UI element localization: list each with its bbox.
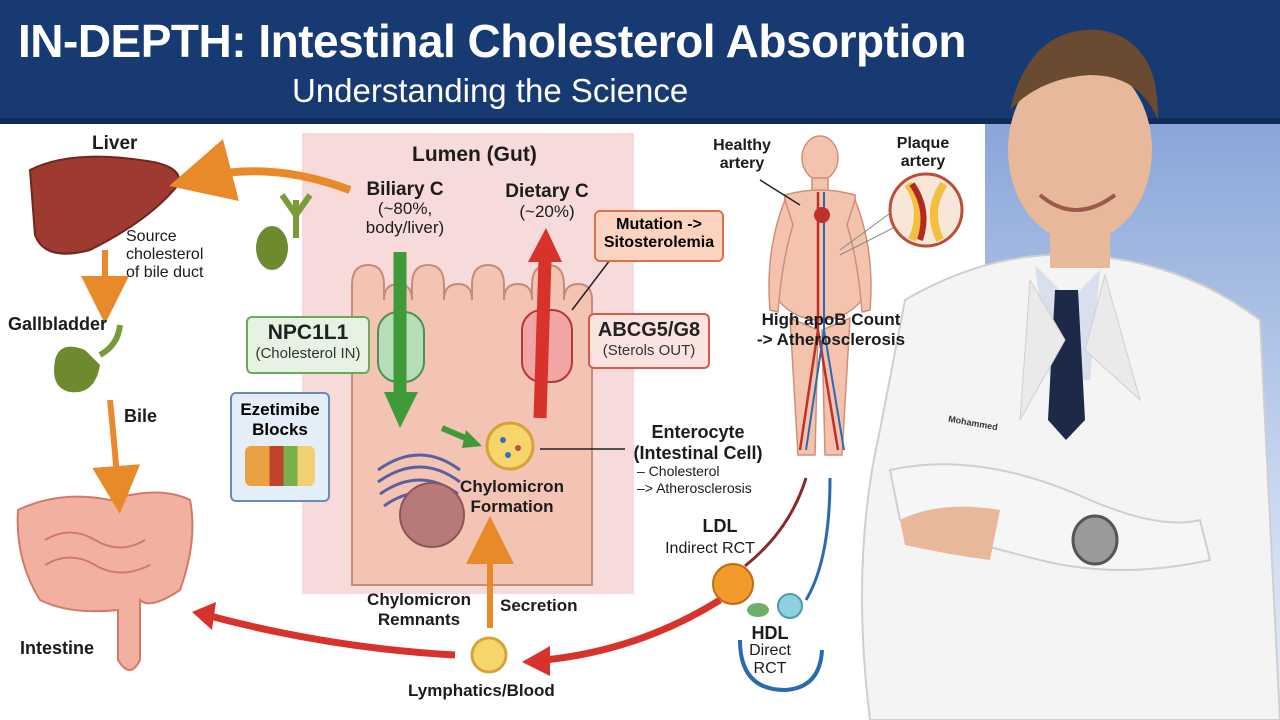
intestine-label: Intestine	[20, 638, 95, 658]
gallbladder-label: Gallbladder	[8, 314, 108, 334]
enterocyte-notes: – Cholesterol–> Atherosclerosis	[637, 463, 752, 496]
gallbladder-small-icon	[256, 226, 288, 270]
mutation-pointer	[571, 259, 611, 311]
plaque-artery-icon	[888, 172, 964, 248]
chylomicron-particle	[485, 421, 535, 471]
body-to-hdl-arrow	[804, 477, 832, 601]
food-icon	[245, 446, 315, 486]
bile-to-intestine-arrow	[92, 399, 141, 514]
hdl-particle	[777, 593, 803, 619]
apob-label: High apoB Count-> Atherosclerosis	[756, 310, 906, 349]
ldl-description: Indirect RCT	[665, 540, 755, 557]
ezetimibe-box: Ezetimibe Blocks	[230, 392, 330, 502]
body-to-ldl-arrow	[744, 477, 808, 568]
ldl-to-lymph-arrow	[544, 597, 722, 664]
secretion-label: Secretion	[500, 596, 578, 615]
lymph-particle	[470, 636, 508, 674]
dietary-efflux-arrow	[533, 259, 552, 419]
hdl-fragment	[747, 603, 769, 617]
heart-icon	[814, 207, 830, 223]
ldl-particle	[712, 563, 754, 605]
ldl-label: LDL	[702, 516, 738, 536]
enterocyte-title: Enterocyte(Intestinal Cell)	[633, 422, 763, 463]
lymphatics-blood-label: Lymphatics/Blood	[408, 681, 555, 700]
nucleus	[399, 482, 465, 548]
page-title: IN-DEPTH: Intestinal Cholesterol Absorpt…	[18, 15, 966, 67]
hdl-cycle-arrow	[738, 639, 824, 693]
banner-stripe	[0, 118, 1280, 124]
bile-duct-icon	[279, 193, 313, 238]
biliary-to-liver-arrow	[169, 139, 352, 202]
abcg5-g8-box: ABCG5/G8 (Sterols OUT)	[588, 313, 710, 369]
lymph-to-intestine-arrow	[209, 612, 456, 659]
human-body-figure	[768, 135, 872, 456]
healthy-artery-pointer	[759, 179, 801, 206]
lumen-title: Lumen (Gut)	[412, 143, 537, 166]
liver-label: Liver	[92, 133, 138, 154]
bile-label: Bile	[124, 406, 158, 426]
mutation-box: Mutation -> Sitosterolemia	[594, 210, 724, 262]
gallbladder-shape	[54, 346, 100, 393]
presenter-illustration	[861, 29, 1280, 720]
npc1l1-box: NPC1L1 (Cholesterol IN)	[246, 316, 370, 374]
page-subtitle: Understanding the Science	[292, 72, 689, 109]
biliary-cholesterol-label: Biliary C (~80%,body/liver)	[365, 179, 445, 237]
dietary-cholesterol-label: Dietary C (~20%)	[505, 181, 589, 222]
